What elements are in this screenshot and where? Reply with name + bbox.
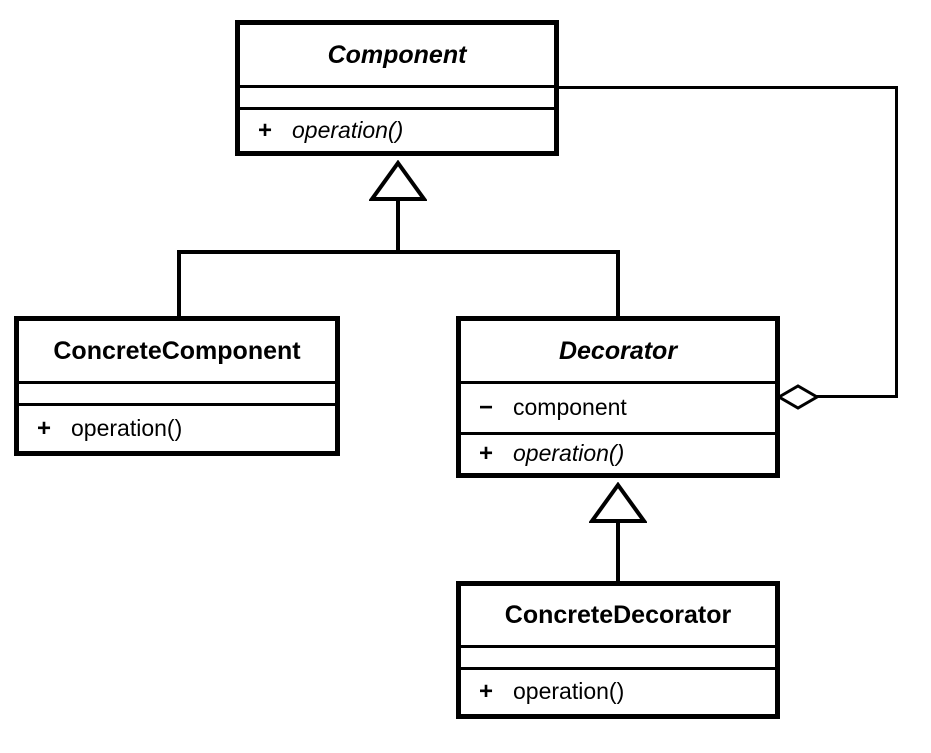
aggregation-segment-top — [557, 86, 898, 89]
class-attributes-decorator: − component — [461, 381, 775, 432]
visibility-marker: + — [37, 414, 52, 442]
generalization-triangle-decorator — [589, 482, 647, 523]
aggregation-segment-bottom — [812, 395, 898, 398]
class-name-concrete-component: ConcreteComponent — [19, 321, 335, 381]
generalization-triangle-component — [369, 160, 427, 201]
class-attributes-concrete-component — [19, 381, 335, 403]
visibility-marker: + — [258, 116, 273, 144]
operation-row: + operation() — [479, 678, 624, 706]
class-name-component: Component — [240, 25, 554, 85]
visibility-marker: + — [479, 440, 494, 467]
operation-label: operation() — [71, 414, 183, 441]
operation-row: + operation() — [479, 440, 624, 468]
generalization-crossbar — [177, 250, 619, 254]
visibility-marker: + — [479, 678, 494, 705]
attribute-row: − component — [479, 394, 627, 422]
class-name-concrete-decorator: ConcreteDecorator — [461, 586, 775, 645]
class-operations-concrete-component: + operation() — [19, 403, 335, 451]
class-box-component[interactable]: Component + operation() — [235, 20, 559, 156]
generalization-stem-decorator — [616, 518, 620, 583]
class-attributes-component — [240, 85, 554, 107]
visibility-marker: − — [479, 394, 494, 421]
class-attributes-concrete-decorator — [461, 645, 775, 667]
aggregation-diamond — [776, 384, 820, 410]
class-box-concrete-decorator[interactable]: ConcreteDecorator + operation() — [456, 581, 780, 719]
class-name-decorator: Decorator — [461, 321, 775, 381]
operation-row: + operation() — [37, 415, 182, 443]
class-operations-concrete-decorator: + operation() — [461, 667, 775, 714]
operation-label: operation() — [513, 678, 625, 704]
class-box-concrete-component[interactable]: ConcreteComponent + operation() — [14, 316, 340, 456]
attribute-label: component — [513, 394, 627, 420]
generalization-stem-component — [396, 196, 400, 253]
class-operations-decorator: + operation() — [461, 432, 775, 473]
operation-label: operation() — [292, 116, 404, 143]
operation-row: + operation() — [258, 117, 403, 145]
operation-label: operation() — [513, 440, 625, 466]
class-operations-component: + operation() — [240, 107, 554, 151]
generalization-drop-concrete-component — [177, 250, 181, 318]
class-box-decorator[interactable]: Decorator − component + operation() — [456, 316, 780, 478]
aggregation-segment-right — [895, 86, 898, 398]
generalization-drop-decorator — [616, 250, 620, 318]
